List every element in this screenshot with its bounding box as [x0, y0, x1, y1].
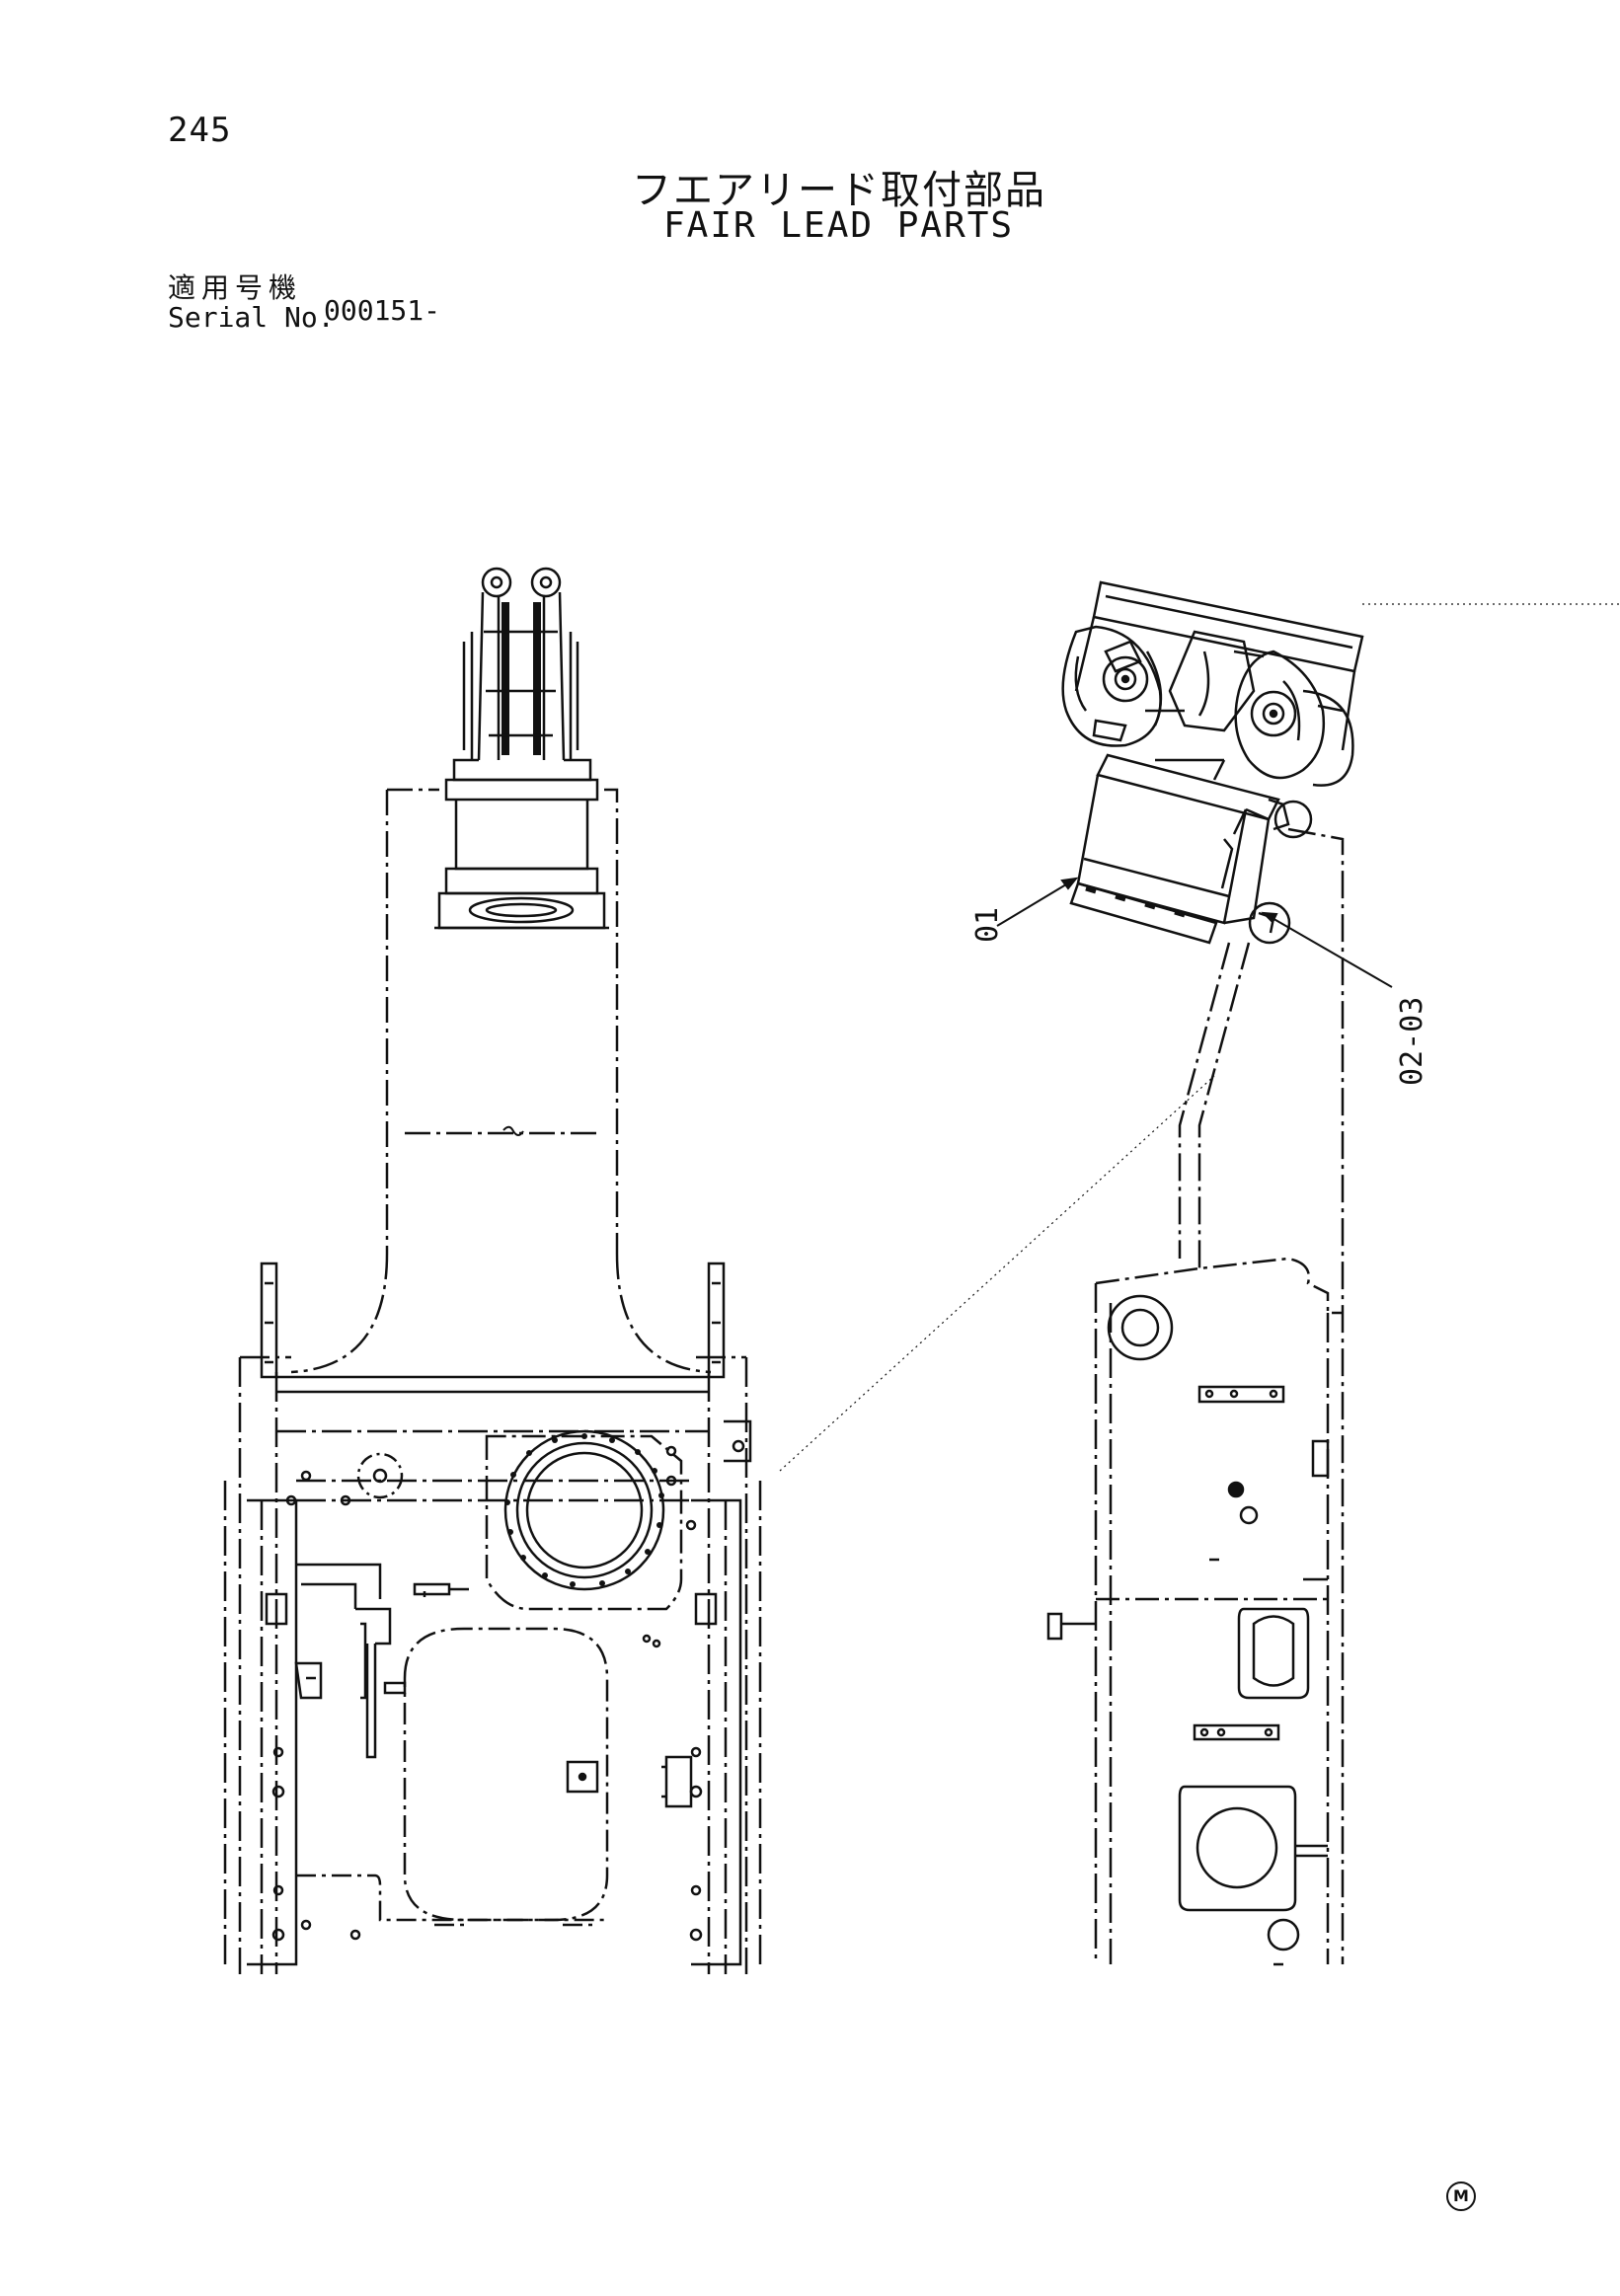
page-title-english: FAIR LEAD PARTS — [663, 205, 1015, 246]
copyright-mark-icon: M — [1446, 2181, 1476, 2211]
left-mounting-holes — [285, 1445, 697, 1648]
left-hydraulic-fittings — [265, 1563, 718, 1808]
page-title-japanese: フエアリード取付部品 — [632, 168, 1046, 213]
left-fairlead-assembly — [434, 567, 609, 930]
left-slewing-ring — [485, 1429, 683, 1611]
left-center-oval — [403, 1627, 609, 1922]
left-view-frame — [223, 567, 762, 1974]
serial-number-value: 000151- — [324, 294, 441, 327]
left-boom-outline — [290, 788, 712, 1374]
serial-label-japanese: 適用号機 — [168, 271, 303, 304]
page-number: 245 — [168, 111, 232, 150]
right-boom-outline — [1178, 808, 1345, 1964]
left-side-rails — [247, 1262, 752, 1966]
left-rail-bolts — [271, 1746, 703, 1942]
serial-label-english: Serial No. — [168, 301, 335, 334]
right-lower-frame — [1046, 1257, 1343, 1966]
reference-dotted-line — [779, 1075, 1215, 1472]
callout-part-01: 01 — [970, 907, 1005, 943]
left-lower-member — [296, 1874, 607, 1927]
right-callout-leaders — [996, 877, 1393, 988]
right-view-frame — [779, 580, 1620, 1966]
callout-part-02-03: 02-03 — [1395, 997, 1429, 1086]
right-fairlead-assembly — [1061, 580, 1364, 787]
left-main-frame — [223, 1355, 762, 1974]
right-swivel-body — [1069, 753, 1313, 945]
